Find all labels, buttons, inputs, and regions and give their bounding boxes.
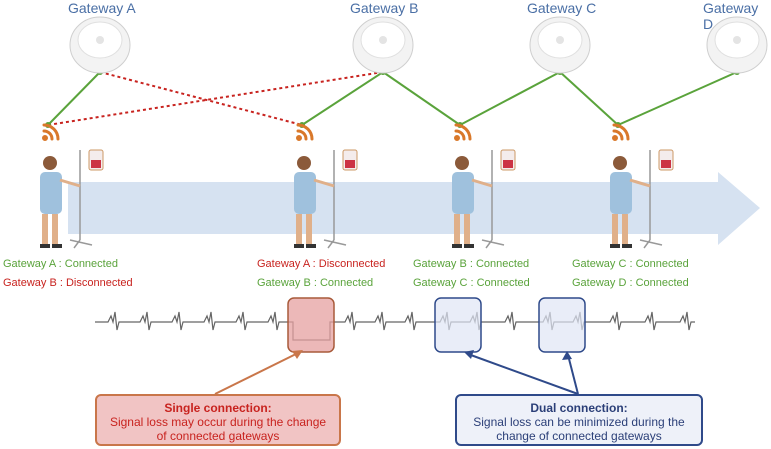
- connection-lines: [45, 69, 740, 128]
- single-connection-text: Signal loss may occur during the change …: [109, 415, 327, 443]
- gateway-device-c: [529, 16, 591, 74]
- status-p4-line2: Gateway D : Connected: [572, 277, 689, 289]
- ecg-signal: [95, 311, 695, 341]
- status-p2-line1: Gateway A : Disconnected: [257, 258, 386, 270]
- movement-arrow: [68, 172, 760, 245]
- wifi-icon: [612, 123, 630, 141]
- status-p4-line1: Gateway C : Connected: [572, 258, 689, 270]
- dual-connection-callout: Dual connection: Signal loss can be mini…: [455, 394, 703, 446]
- status-p1-line1: Gateway A : Connected: [3, 258, 118, 270]
- gateway-b-label: Gateway B: [350, 0, 419, 16]
- gateway-device-b: [352, 16, 414, 74]
- dual-connection-title: Dual connection:: [530, 401, 628, 415]
- gateway-d-label: Gateway D: [703, 0, 759, 32]
- status-p3-line2: Gateway C : Connected: [413, 277, 530, 289]
- gateway-device-d: [706, 16, 768, 74]
- gateway-device-a: [69, 16, 131, 74]
- status-p2-line2: Gateway B : Connected: [257, 277, 374, 289]
- wifi-icon: [42, 123, 60, 141]
- dual-connection-text: Signal loss can be minimized during the …: [473, 415, 685, 443]
- status-p1-line2: Gateway B : Disconnected: [3, 277, 133, 289]
- signal-loss-box: [287, 297, 335, 353]
- gateway-c-label: Gateway C: [527, 0, 597, 16]
- patient-icon: [40, 149, 104, 249]
- wifi-icon: [296, 123, 314, 141]
- status-p3-line1: Gateway B : Connected: [413, 258, 530, 270]
- wifi-icon: [454, 123, 472, 141]
- dual-box-2: [538, 297, 586, 353]
- single-connection-title: Single connection:: [164, 401, 272, 415]
- dual-box-1: [434, 297, 482, 353]
- gateway-a-label: Gateway A: [68, 0, 136, 16]
- single-callout-arrow: [214, 351, 301, 395]
- single-connection-callout: Single connection: Signal loss may occur…: [95, 394, 341, 446]
